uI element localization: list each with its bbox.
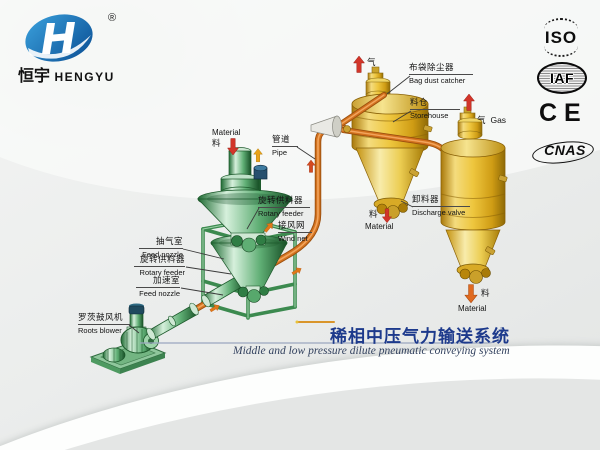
iaf-badge: IAF xyxy=(537,62,587,94)
pipe-flow-up-arrow xyxy=(306,159,316,173)
label-acceleration-chamber-cn: 加速室 xyxy=(136,275,180,288)
brand-name-cn: 恒宇 xyxy=(18,68,51,85)
label-storehouse-en: Storehouse xyxy=(410,110,449,120)
iso-badge-label: ISO xyxy=(544,28,578,47)
label-material-inlet: Material 料 xyxy=(212,127,254,149)
label-rotary-feeder-lower: 旋转供料器 Rotary feeder xyxy=(134,254,185,277)
label-discharge-valve-en: Discharge valve xyxy=(412,207,466,217)
ce-badge: CE xyxy=(539,99,588,127)
silo-bag-dust-catcher xyxy=(351,66,433,219)
label-material-silo2-en-wrap: Material xyxy=(458,303,486,314)
label-material-silo1-en-wrap: Material xyxy=(365,221,393,232)
label-pipe-en: Pipe xyxy=(272,147,288,157)
label-gas-silo2: 气 Gas xyxy=(477,109,506,129)
gas-up-arrow-silo1 xyxy=(352,55,366,73)
label-rotary-feeder-upper-cn: 旋转供料器 xyxy=(258,195,310,208)
label-suction-chamber-en: Feed nozzle xyxy=(142,249,183,259)
material-down-arrow-silo1 xyxy=(381,208,393,224)
label-roots-blower-cn: 罗茨鼓风机 xyxy=(78,312,130,325)
label-material-silo1-cn: 料 xyxy=(369,209,379,219)
label-material-silo1-en: Material xyxy=(365,222,394,231)
label-leader-lines xyxy=(128,75,414,334)
system-title-en: Middle and low pressure dilute pneumatic… xyxy=(233,345,510,357)
feeder-hopper xyxy=(197,147,293,253)
flow-arrows xyxy=(209,55,478,313)
label-material-silo1-cn-wrap: 料 xyxy=(369,209,378,220)
vent-up-arrow xyxy=(253,148,263,163)
label-discharge-valve-cn: 卸料器 xyxy=(412,194,470,207)
label-bag-dust-catcher-en: Bag dust catcher xyxy=(409,75,466,85)
label-gas-silo1: 气 xyxy=(367,57,376,68)
label-wind-net: 接风网 Wind net xyxy=(278,220,312,243)
company-logo: ® 恒宇 HENGYU xyxy=(14,10,144,90)
label-storehouse-cn: 料仓 xyxy=(410,97,460,110)
brand-name: 恒宇 HENGYU xyxy=(18,62,115,86)
pipe-flow-arrow-2 xyxy=(291,267,302,276)
label-rotary-feeder-lower-en: Rotary feeder xyxy=(139,267,185,277)
roots-blower xyxy=(89,302,199,374)
iso-badge-arc-top xyxy=(544,18,578,29)
label-gas-silo2-en: Gas xyxy=(490,115,507,125)
rotary-feeder xyxy=(230,232,267,253)
label-bag-dust-catcher: 布袋除尘器 Bag dust catcher xyxy=(409,62,473,85)
label-roots-blower-en: Roots blower xyxy=(78,325,122,335)
label-suction-chamber-cn: 抽气室 xyxy=(139,236,183,249)
brand-name-en: HENGYU xyxy=(54,70,115,84)
label-bag-dust-catcher-cn: 布袋除尘器 xyxy=(409,62,473,75)
label-pipe-cn: 管道 xyxy=(272,134,298,147)
label-gas-silo2-cn: 气 xyxy=(477,115,487,125)
gas-up-arrow-silo2 xyxy=(462,93,476,111)
label-rotary-feeder-lower-cn: 旋转供料器 xyxy=(134,254,185,267)
label-rotary-feeder-upper-en: Rotary feeder xyxy=(258,208,304,218)
label-acceleration-chamber: 加速室 Feed nozzle xyxy=(136,275,180,298)
label-material-inlet-cn: 料 xyxy=(212,138,222,148)
vent-valve xyxy=(253,164,268,191)
system-title-cn: 稀相中压气力输送系统 xyxy=(330,327,510,346)
iaf-badge-label: IAF xyxy=(549,70,575,86)
cnas-badge: CNAS xyxy=(530,138,596,167)
label-acceleration-chamber-en: Feed nozzle xyxy=(139,288,180,298)
label-storehouse: 料仓 Storehouse xyxy=(410,97,460,120)
cnas-badge-label: CNAS xyxy=(544,142,586,158)
label-discharge-valve: 卸料器 Discharge valve xyxy=(412,194,470,217)
label-gas-silo1-cn: 气 xyxy=(367,57,377,67)
silo-storehouse-2 xyxy=(440,106,508,284)
title-rule xyxy=(140,320,502,344)
pipe-flow-arrow-1 xyxy=(209,304,220,313)
hengyu-logo-icon xyxy=(25,14,93,62)
material-down-arrow-inlet xyxy=(226,138,240,156)
label-material-silo2-cn: 料 xyxy=(481,288,491,298)
label-material-silo2-cn-wrap: 料 xyxy=(481,288,490,299)
label-pipe: 管道 Pipe xyxy=(272,134,298,157)
label-roots-blower: 罗茨鼓风机 Roots blower xyxy=(78,312,130,335)
discharge-valve-silo1 xyxy=(373,197,409,219)
label-rotary-feeder-upper: 旋转供料器 Rotary feeder xyxy=(258,195,310,218)
label-wind-net-en: Wind net xyxy=(278,233,308,243)
label-material-silo2-en: Material xyxy=(458,304,487,313)
iso-badge: ISO xyxy=(538,18,584,57)
label-suction-chamber: 抽气室 Feed nozzle xyxy=(139,236,183,259)
pipe-diverter-fitting xyxy=(310,115,351,138)
label-material-inlet-en: Material xyxy=(212,128,241,137)
label-wind-net-cn: 接风网 xyxy=(278,220,312,233)
wind-net-arrow xyxy=(263,222,273,233)
material-down-arrow-silo2 xyxy=(464,284,478,304)
registered-mark: ® xyxy=(108,12,117,24)
discharge-valve-silo2 xyxy=(456,263,491,284)
iso-badge-arc-bottom xyxy=(544,46,578,57)
